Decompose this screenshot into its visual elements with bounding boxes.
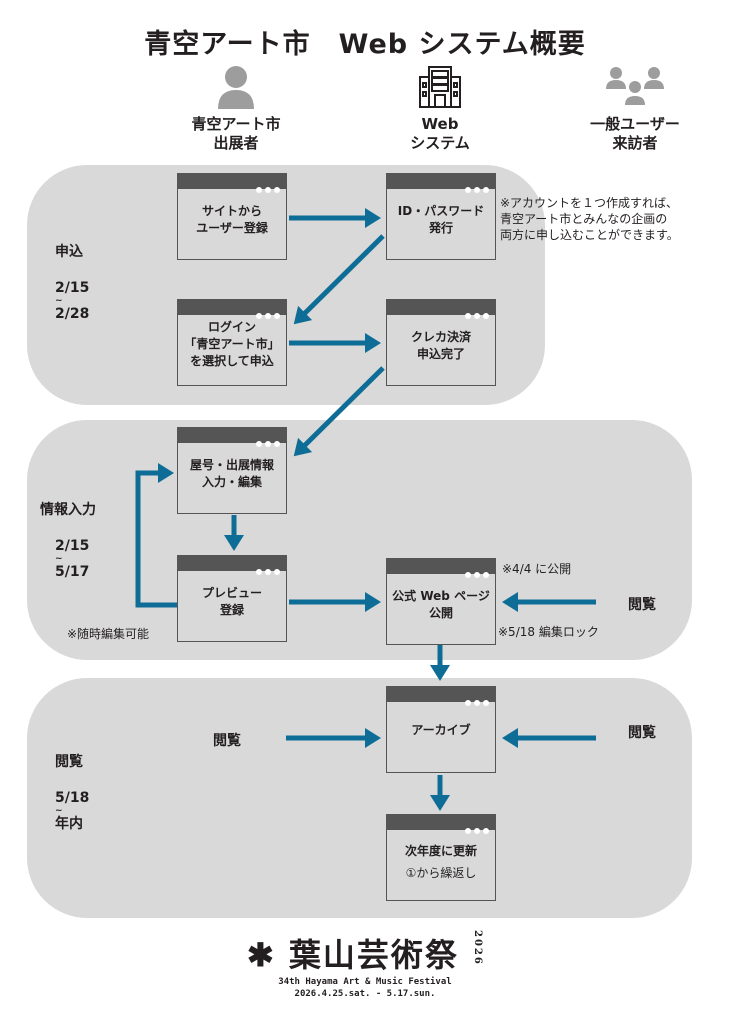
festival-logo: ✱ 葉山芸術祭 2026 34th Hayama Art & Music Fes… bbox=[0, 930, 730, 1000]
actor-visitor: 一般ユーザー来訪者 bbox=[555, 65, 715, 153]
phase-label-apply: 申込 2/15~2/28 bbox=[55, 242, 89, 323]
note-publish-date: ※4/4 に公開 bbox=[502, 562, 572, 576]
arrow-preview-loop bbox=[135, 463, 177, 608]
window-text: を選択して申込 bbox=[190, 354, 274, 368]
window-login: ログイン「青空アート市」を選択して申込 bbox=[177, 299, 287, 386]
window-preview: プレビュー登録 bbox=[177, 555, 287, 642]
window-id-issue: ID・パスワード発行 bbox=[386, 173, 496, 260]
phase-label-info: 情報入力 2/15~5/17 bbox=[40, 500, 96, 581]
window-text: アーカイブ bbox=[411, 723, 471, 737]
window-archive: アーカイブ bbox=[386, 686, 496, 773]
actor-exhibitor: 青空アート市出展者 bbox=[156, 65, 316, 153]
window-text: ①から繰返し bbox=[405, 866, 477, 880]
window-info-edit: 屋号・出展情報入力・編集 bbox=[177, 427, 287, 514]
actor-label: 来訪者 bbox=[612, 134, 658, 152]
window-dots-icon bbox=[462, 819, 489, 838]
window-text: ログイン bbox=[207, 320, 256, 334]
arrow-payment-to-info bbox=[293, 366, 385, 457]
window-text: サイトから bbox=[201, 204, 262, 218]
person-icon bbox=[218, 66, 254, 109]
window-text: 公式 Web ページ bbox=[392, 589, 490, 603]
window-text: 公開 bbox=[428, 606, 453, 620]
window-text: プレビュー bbox=[201, 586, 262, 600]
actor-label: 出展者 bbox=[213, 134, 259, 152]
actor-label: 青空アート市 bbox=[191, 115, 281, 133]
window-dots-icon bbox=[253, 178, 280, 197]
note-account: ※アカウントを１つ作成すれば、 青空アート市とみんなの企画の 両方に申し込むこと… bbox=[500, 195, 679, 243]
festival-subtitle: 34th Hayama Art & Music Festival bbox=[278, 977, 452, 987]
window-text: ユーザー登録 bbox=[196, 221, 268, 235]
label-view-archive-right: 閲覧 bbox=[628, 725, 656, 741]
phase-date-start: 2/15 bbox=[55, 280, 90, 296]
window-dots-icon bbox=[253, 560, 280, 579]
phase-label-view: 閲覧 5/18~年内 bbox=[55, 752, 89, 833]
logo-text: 葉山芸術祭 bbox=[288, 936, 459, 974]
actor-label: システム bbox=[410, 134, 470, 152]
label-view-archive-left: 閲覧 bbox=[213, 733, 241, 749]
actor-label: 一般ユーザー bbox=[590, 115, 680, 133]
group-people-icon bbox=[606, 67, 664, 105]
phase-date-start: 5/18 bbox=[55, 790, 90, 806]
window-text: 入力・編集 bbox=[201, 475, 262, 489]
arrow-id-to-login bbox=[293, 234, 385, 325]
phase-date-end: 5/17 bbox=[55, 564, 90, 580]
window-text: 申込完了 bbox=[416, 347, 465, 361]
phase-name: 情報入力 bbox=[40, 502, 96, 518]
window-payment: クレカ決済申込完了 bbox=[386, 299, 496, 386]
phase-tilde: ~ bbox=[55, 554, 63, 564]
phase-date-end: 年内 bbox=[55, 816, 83, 832]
phase-date-end: 2/28 bbox=[55, 306, 90, 322]
window-text: 屋号・出展情報 bbox=[189, 458, 274, 472]
note-editable: ※随時編集可能 bbox=[67, 627, 150, 641]
window-dots-icon bbox=[462, 178, 489, 197]
window-text: ID・パスワード bbox=[397, 204, 485, 218]
festival-dates: 2026.4.25.sat. - 5.17.sun. bbox=[294, 989, 436, 999]
window-text: 発行 bbox=[428, 221, 453, 235]
window-dots-icon bbox=[253, 432, 280, 451]
window-text: 登録 bbox=[219, 603, 244, 617]
phase-date-start: 2/15 bbox=[55, 538, 90, 554]
page-title: 青空アート市 Web システム概要 bbox=[144, 29, 586, 60]
note-line: ※アカウントを１つ作成すれば、 bbox=[500, 196, 679, 210]
note-edit-lock: ※5/18 編集ロック bbox=[498, 625, 599, 639]
phase-name: 閲覧 bbox=[55, 754, 83, 770]
note-line: 両方に申し込むことができます。 bbox=[500, 228, 679, 242]
window-text: 次年度に更新 bbox=[404, 844, 477, 858]
window-dots-icon bbox=[462, 304, 489, 323]
label-view-publish: 閲覧 bbox=[628, 597, 656, 613]
window-register: サイトからユーザー登録 bbox=[177, 173, 287, 260]
window-renew: 次年度に更新 ①から繰返し bbox=[386, 814, 496, 901]
note-line: 青空アート市とみんなの企画の bbox=[500, 212, 668, 226]
logo-figure-icon: ✱ bbox=[246, 936, 276, 974]
phase-tilde: ~ bbox=[55, 806, 63, 816]
window-dots-icon bbox=[462, 563, 489, 582]
window-publish: 公式 Web ページ公開 bbox=[386, 558, 496, 645]
window-dots-icon bbox=[253, 304, 280, 323]
phase-name: 申込 bbox=[55, 244, 83, 260]
window-text: 「青空アート市」 bbox=[184, 337, 280, 351]
building-server-icon bbox=[419, 66, 461, 108]
window-dots-icon bbox=[462, 691, 489, 710]
phase-tilde: ~ bbox=[55, 296, 63, 306]
logo-year: 2026 bbox=[472, 930, 484, 966]
phase-band-view bbox=[27, 678, 692, 918]
actor-label: Web bbox=[421, 115, 459, 133]
window-text: クレカ決済 bbox=[410, 330, 471, 344]
